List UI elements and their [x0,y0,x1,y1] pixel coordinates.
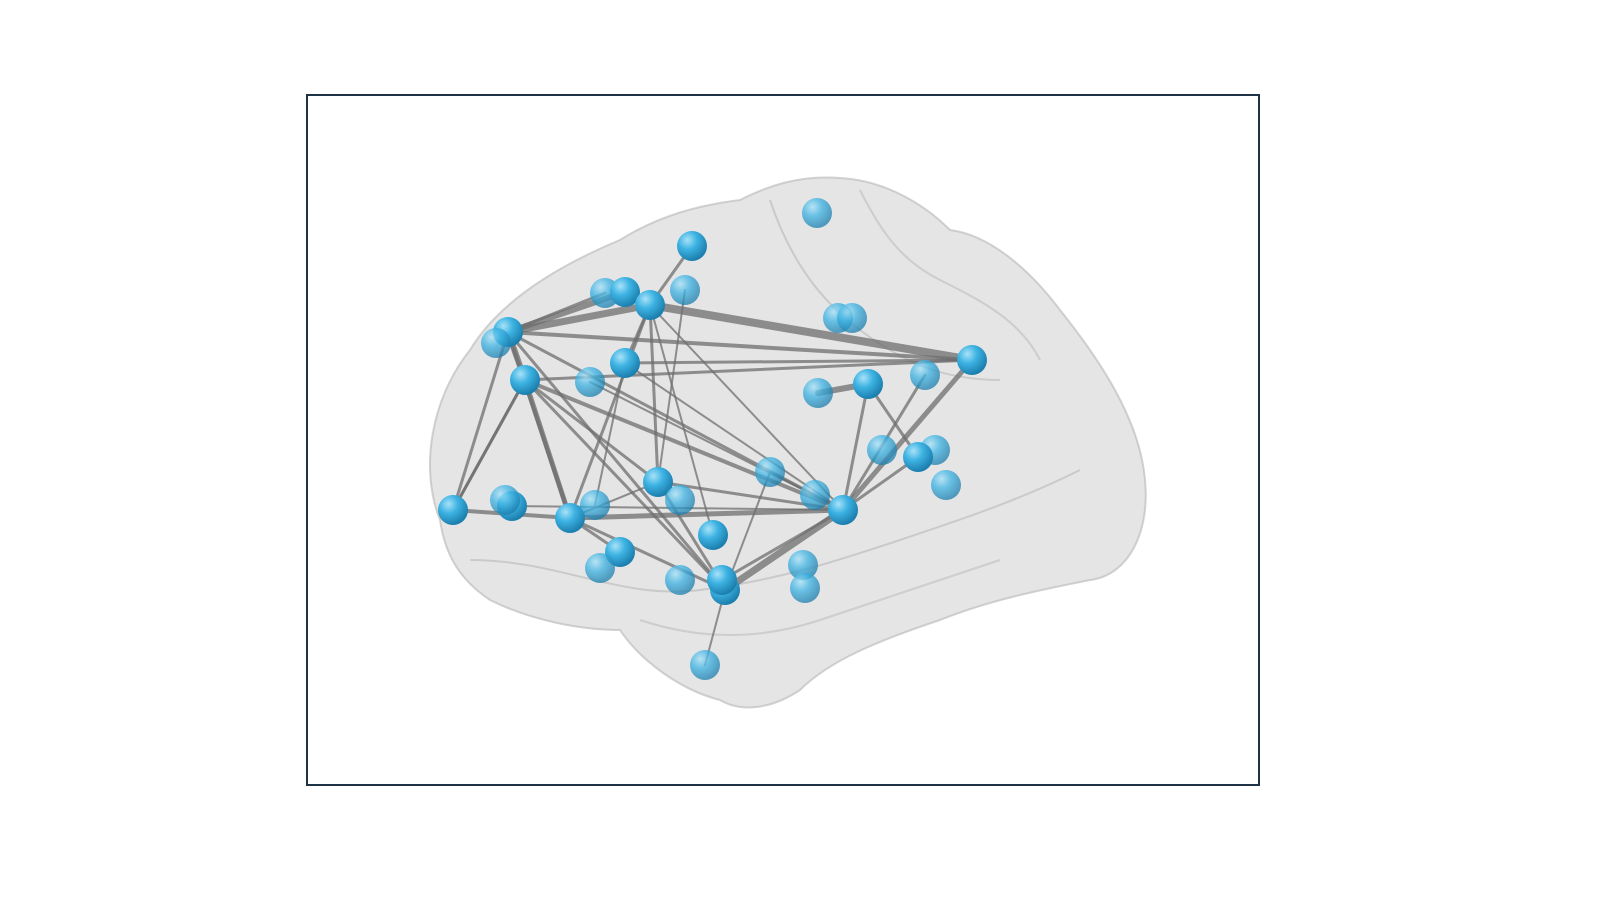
network-edge [506,291,607,334]
network-node [610,348,640,378]
network-edge [523,378,660,484]
network-edge [589,381,844,511]
network-edge [506,330,974,362]
network-node [438,495,468,525]
network-node [665,565,695,595]
network-edge [840,357,975,513]
network-node [755,457,785,487]
network-edge [841,455,920,512]
network-edges [451,244,976,666]
network-edge [623,358,974,365]
network-node [788,550,818,580]
network-node [698,520,728,550]
network-edge [451,330,510,512]
network-edge [568,516,727,592]
network-node [910,360,940,390]
brain-fold [859,189,1041,361]
network-node [867,435,897,465]
network-node [800,480,830,510]
network-node [585,553,615,583]
brain-surface [429,176,1147,709]
network-edge [568,303,652,520]
network-node [931,470,961,500]
network-node [790,573,820,603]
network-node [707,565,737,595]
network-node [643,467,673,497]
network-edge [841,382,870,512]
network-edge [721,506,847,594]
network-node [677,231,707,261]
network-node [957,345,987,375]
network-node [490,485,520,515]
network-edge [646,301,976,364]
network-node [828,495,858,525]
network-edge [523,378,845,512]
network-node [670,275,700,305]
network-edge [451,378,527,512]
network-edge [720,508,845,582]
network-node [802,198,832,228]
network-node [555,503,585,533]
network-node [635,290,665,320]
network-node [481,328,511,358]
network-node [665,485,695,515]
brain-fold [639,559,1001,636]
network-edge [522,377,573,521]
network-nodes [438,198,987,680]
network-edge [649,304,844,511]
network-node [580,490,610,520]
network-node [575,367,605,397]
network-node [610,277,640,307]
network-node [605,537,635,567]
network-node [837,303,867,333]
network-edge [594,362,626,506]
network-edge [506,330,727,592]
network-edge [504,301,654,336]
network-node [803,378,833,408]
network-edge [523,378,727,592]
network-node [690,650,720,680]
network-edge [648,303,660,484]
network-node [903,442,933,472]
network-node [853,369,883,399]
network-node [510,365,540,395]
network-edge [649,304,714,536]
